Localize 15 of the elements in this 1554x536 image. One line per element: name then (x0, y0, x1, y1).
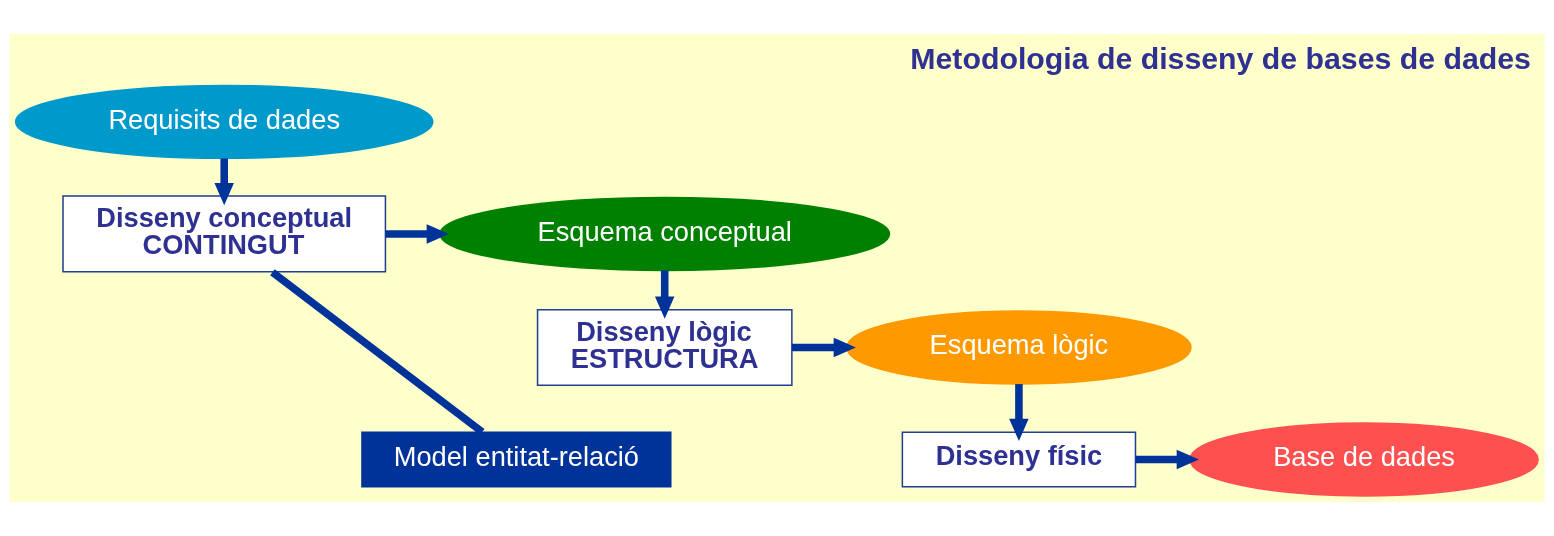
node-ellipse: Base de dades (1189, 422, 1539, 497)
arrow (1135, 449, 1199, 470)
node-ellipse: Esquema lògic (846, 310, 1192, 385)
node-ellipse: Requisits de dades (14, 84, 434, 160)
arrow (385, 224, 449, 244)
node-box: Model entitat-relació (361, 431, 672, 488)
node-box: Disseny lògic ESTRUCTURA (536, 308, 793, 387)
diagram-title: Metodologia de disseny de bases de dades (910, 41, 1531, 75)
node-box: Disseny conceptual CONTINGUT (62, 195, 387, 273)
arrow (1009, 384, 1029, 442)
node-box: Disseny físic (901, 431, 1137, 488)
arrow (654, 270, 675, 319)
arrow (792, 337, 856, 358)
node-ellipse: Esquema conceptual (439, 196, 891, 272)
arrow (214, 158, 234, 206)
